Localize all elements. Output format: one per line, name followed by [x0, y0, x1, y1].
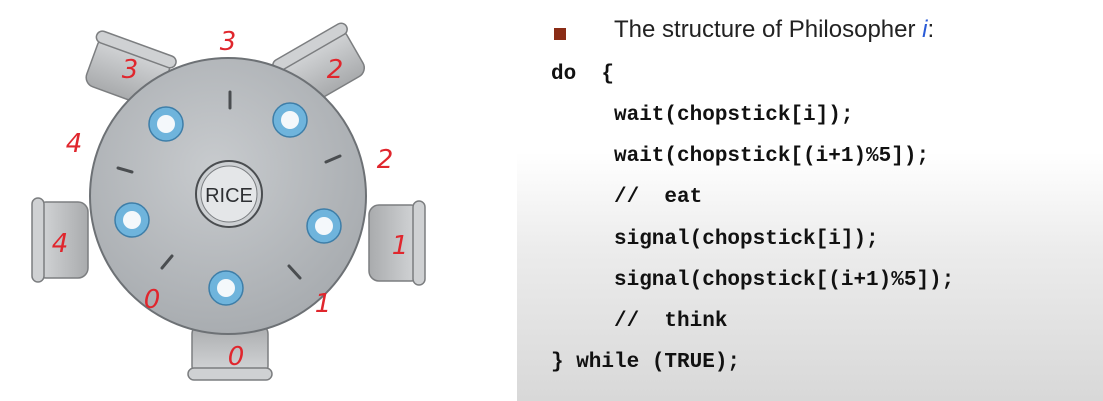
- chopstick: [287, 264, 302, 280]
- code-line: signal(chopstick[(i+1)%5]);: [614, 269, 955, 292]
- seat-label-3: 3: [122, 55, 139, 85]
- position-label-2: 2: [377, 145, 394, 175]
- position-label-0: 0: [144, 285, 161, 315]
- chair-0: [187, 323, 273, 381]
- code-line: wait(chopstick[(i+1)%5]);: [614, 145, 930, 168]
- rice-bowl: RICE: [195, 160, 263, 228]
- bowls: [114, 102, 342, 306]
- seat-label-2: 2: [327, 55, 344, 85]
- bowl: [208, 270, 244, 306]
- position-label-3: 3: [220, 27, 237, 57]
- rice-label: RICE: [205, 185, 253, 207]
- code-line: do {: [551, 63, 615, 86]
- code-line: } while (TRUE);: [551, 351, 741, 374]
- bowl: [148, 106, 184, 142]
- bowl: [114, 202, 150, 238]
- chopstick: [324, 154, 342, 164]
- chair-1: [368, 200, 426, 286]
- title-variable: i: [922, 16, 928, 43]
- code-panel: [517, 0, 1103, 401]
- bullet-icon: [554, 28, 566, 40]
- code-line: // eat: [614, 186, 703, 209]
- chopstick: [160, 254, 174, 270]
- position-label-1: 1: [315, 289, 332, 319]
- seat-label-0: 0: [228, 342, 245, 372]
- dining-philosophers-diagram: RICE 3 2 1 0 4 3 2 1 0 4: [31, 22, 426, 381]
- bowl: [306, 208, 342, 244]
- code-line: signal(chopstick[i]);: [614, 228, 879, 251]
- slide-title: The structure of Philosopher i:: [614, 16, 934, 44]
- bowl: [272, 102, 308, 138]
- chair-4: [31, 197, 89, 283]
- seat-label-4: 4: [52, 229, 69, 259]
- title-prefix: The structure of Philosopher: [614, 16, 923, 43]
- title-suffix: :: [927, 16, 935, 43]
- code-line: // think: [614, 310, 728, 333]
- code-line: wait(chopstick[i]);: [614, 104, 854, 127]
- seat-label-1: 1: [392, 231, 409, 261]
- chopsticks: [116, 90, 342, 280]
- chopstick: [116, 166, 134, 174]
- position-label-4: 4: [66, 129, 83, 159]
